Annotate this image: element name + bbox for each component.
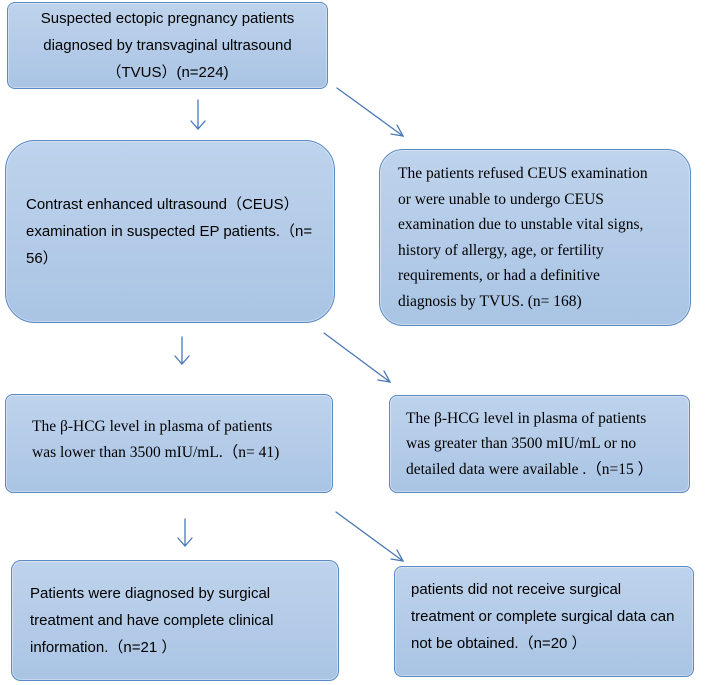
- box-line: The β-HCG level in plasma of patients: [32, 418, 273, 435]
- box-line: was lower than 3500 mIU/mL.（n= 41): [32, 443, 280, 461]
- box-line: Suspected ectopic pregnancy patients: [40, 10, 295, 27]
- arrow-box1-to-box3: [336, 87, 405, 137]
- box-hcg-greater: The β-HCG level in plasma of patients wa…: [389, 395, 690, 493]
- box-tvus-suspected: Suspected ectopic pregnancy patients dia…: [7, 2, 328, 89]
- box-line: treatment or complete surgical data can: [411, 608, 675, 625]
- box-line: diagnosis by TVUS. (n= 168): [398, 292, 582, 310]
- box-line: （TVUS）(n=224): [106, 64, 229, 81]
- box-ceus-examination: Contrast enhanced ultrasound（CEUS） exami…: [5, 140, 335, 323]
- box-line: diagnosed by transvaginal ultrasound: [43, 37, 292, 54]
- box-no-surgical-data: patients did not receive surgical treatm…: [394, 566, 694, 677]
- arrow-box4-to-box7: [335, 511, 405, 562]
- box-ceus-refused: The patients refused CEUS examination or…: [379, 149, 691, 326]
- arrow-box1-to-box2: [190, 99, 206, 130]
- arrow-box2-to-box5: [323, 332, 392, 383]
- box-line: information.（n=21 ）: [30, 639, 177, 656]
- box-line: 56）: [26, 250, 58, 267]
- box-line: detailed data were available .（n=15 ）: [406, 460, 654, 478]
- box-line: was greater than 3500 mIU/mL or no: [406, 435, 637, 453]
- box-line: history of allergy, age, or fertility: [398, 241, 604, 259]
- box-line: not be obtained.（n=20 ）: [411, 635, 587, 652]
- box-line: The β-HCG level in plasma of patients: [406, 409, 647, 427]
- box-line: Patients were diagnosed by surgical: [30, 585, 271, 602]
- box-line: treatment and have complete clinical: [30, 612, 274, 629]
- box-line: requirements, or had a definitive: [398, 267, 600, 284]
- box-hcg-lower: The β-HCG level in plasma of patients wa…: [5, 394, 333, 493]
- box-line: The patients refused CEUS examination: [398, 165, 648, 182]
- box-line: patients did not receive surgical: [411, 581, 622, 598]
- arrow-box4-to-box6: [177, 518, 193, 547]
- box-line: or were unable to undergo CEUS: [398, 190, 604, 208]
- box-line: Contrast enhanced ultrasound（CEUS）: [26, 196, 299, 213]
- box-line: examination in suspected EP patients.（n=: [26, 223, 313, 240]
- arrow-box2-to-box4: [174, 336, 190, 365]
- box-line: examination due to unstable vital signs,: [398, 216, 644, 233]
- box-surgical-diagnosed: Patients were diagnosed by surgical trea…: [11, 560, 339, 681]
